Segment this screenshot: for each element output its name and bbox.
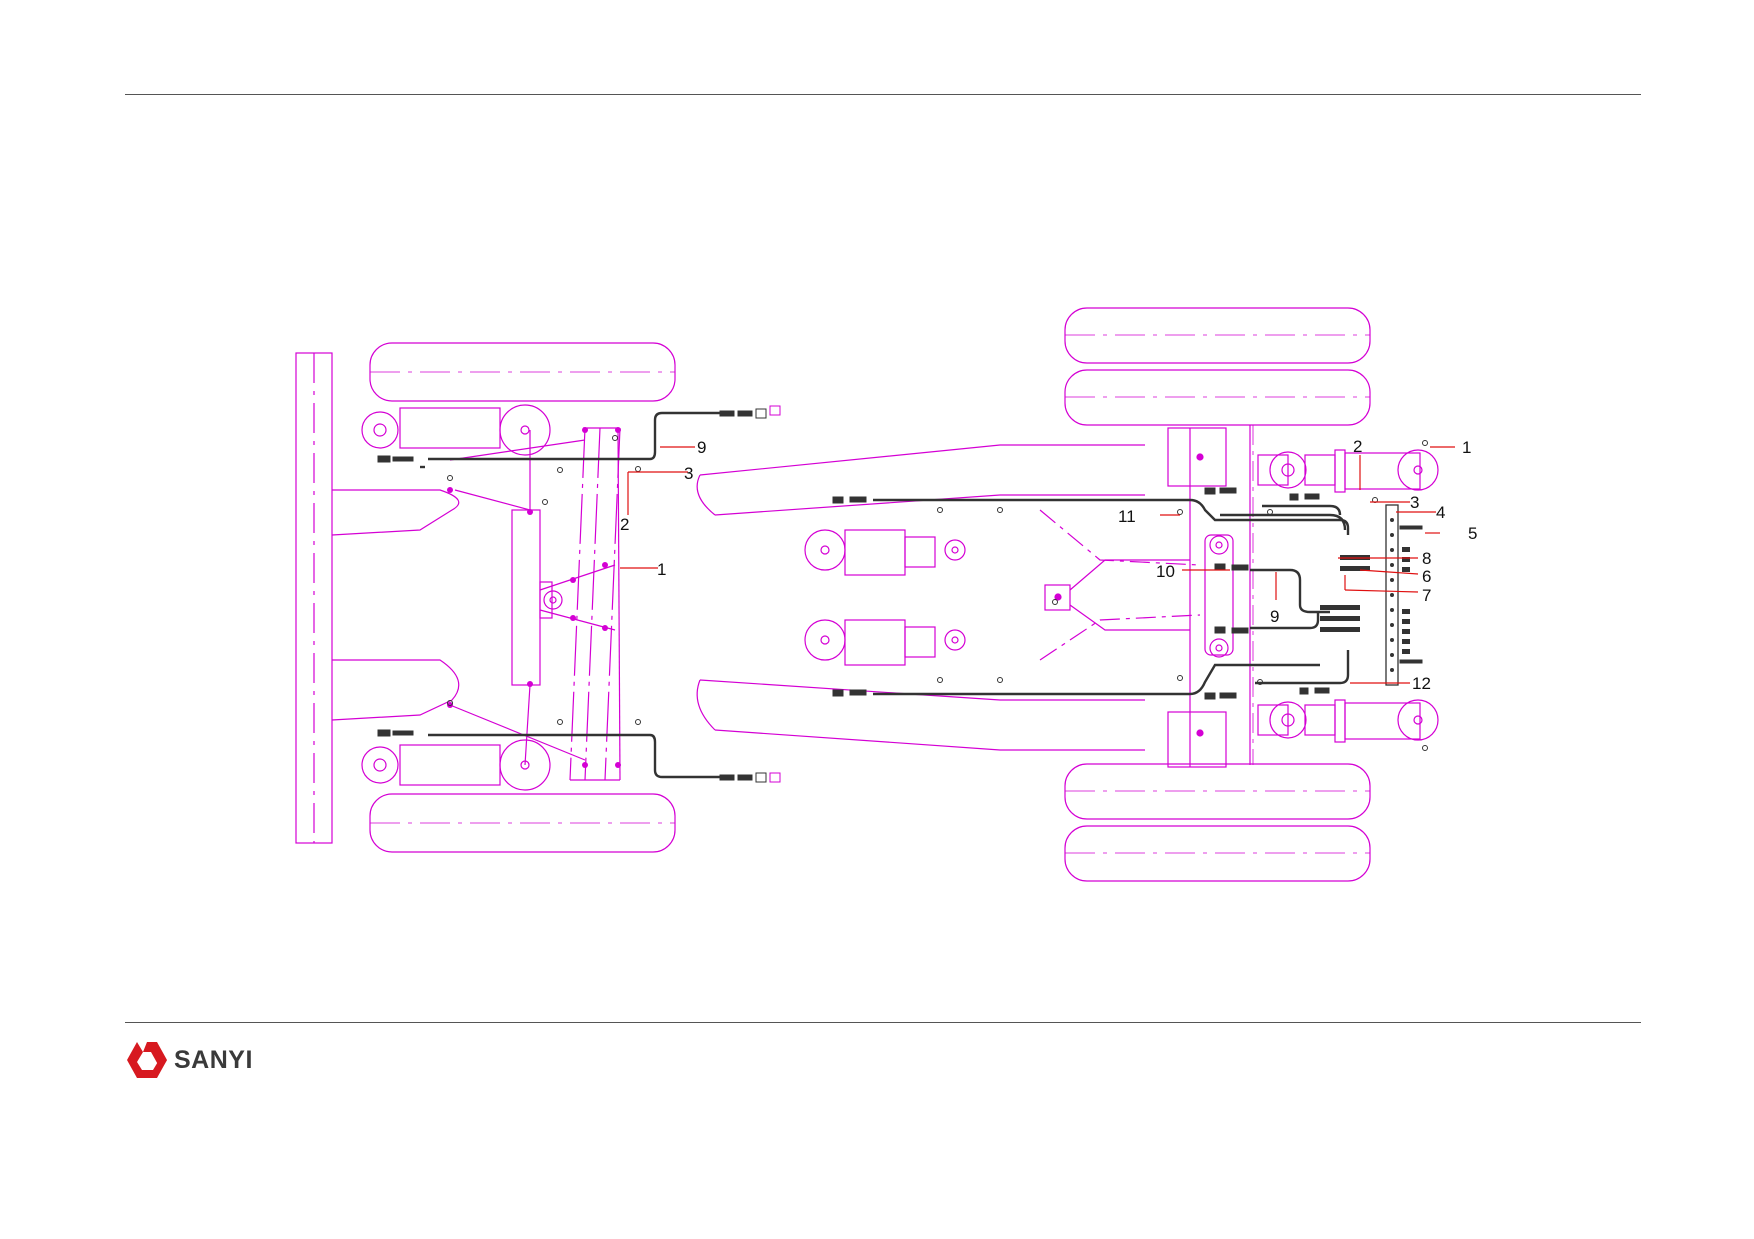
- valve-block: [1320, 504, 1410, 686]
- callout-3-right: 3: [1410, 493, 1419, 512]
- callout-1-left: 1: [657, 560, 666, 579]
- fittings: [377, 405, 1428, 783]
- callout-8: 8: [1422, 549, 1431, 568]
- brand-name: SANYI: [174, 1045, 253, 1074]
- callout-7: 7: [1422, 586, 1431, 605]
- callout-6: 6: [1422, 567, 1431, 586]
- centre-frame: [696, 444, 1201, 751]
- sanyi-logo-mark: [127, 1042, 167, 1078]
- right-tyre-1: [1064, 307, 1371, 364]
- top-rule: [125, 94, 1641, 95]
- callout-10: 10: [1156, 562, 1175, 581]
- callout-3-left: 3: [684, 464, 693, 483]
- sanyi-logo: SANYI: [126, 1040, 253, 1080]
- right-tyre-3: [1064, 763, 1371, 820]
- hose-lines: [420, 411, 1350, 779]
- right-tyre-2: [1064, 369, 1371, 426]
- callout-1-right: 1: [1462, 438, 1471, 457]
- bottom-rule: [125, 1022, 1641, 1023]
- callout-5: 5: [1468, 524, 1477, 543]
- left-assembly: [295, 342, 676, 853]
- callout-labels: 9 3 2 1 1 2 3 4 5 8 6 7 11 10 9 12: [620, 437, 1477, 693]
- leader-lines: [620, 446, 1455, 684]
- callout-11: 11: [1118, 507, 1136, 526]
- callout-9-right: 9: [1270, 607, 1279, 626]
- callout-4: 4: [1436, 503, 1445, 522]
- right-assembly: [1064, 307, 1439, 882]
- callout-12: 12: [1412, 674, 1431, 693]
- callout-2-right: 2: [1353, 437, 1362, 456]
- callout-9-left: 9: [697, 438, 706, 457]
- right-tyre-4: [1064, 825, 1371, 882]
- callout-2-left: 2: [620, 515, 629, 534]
